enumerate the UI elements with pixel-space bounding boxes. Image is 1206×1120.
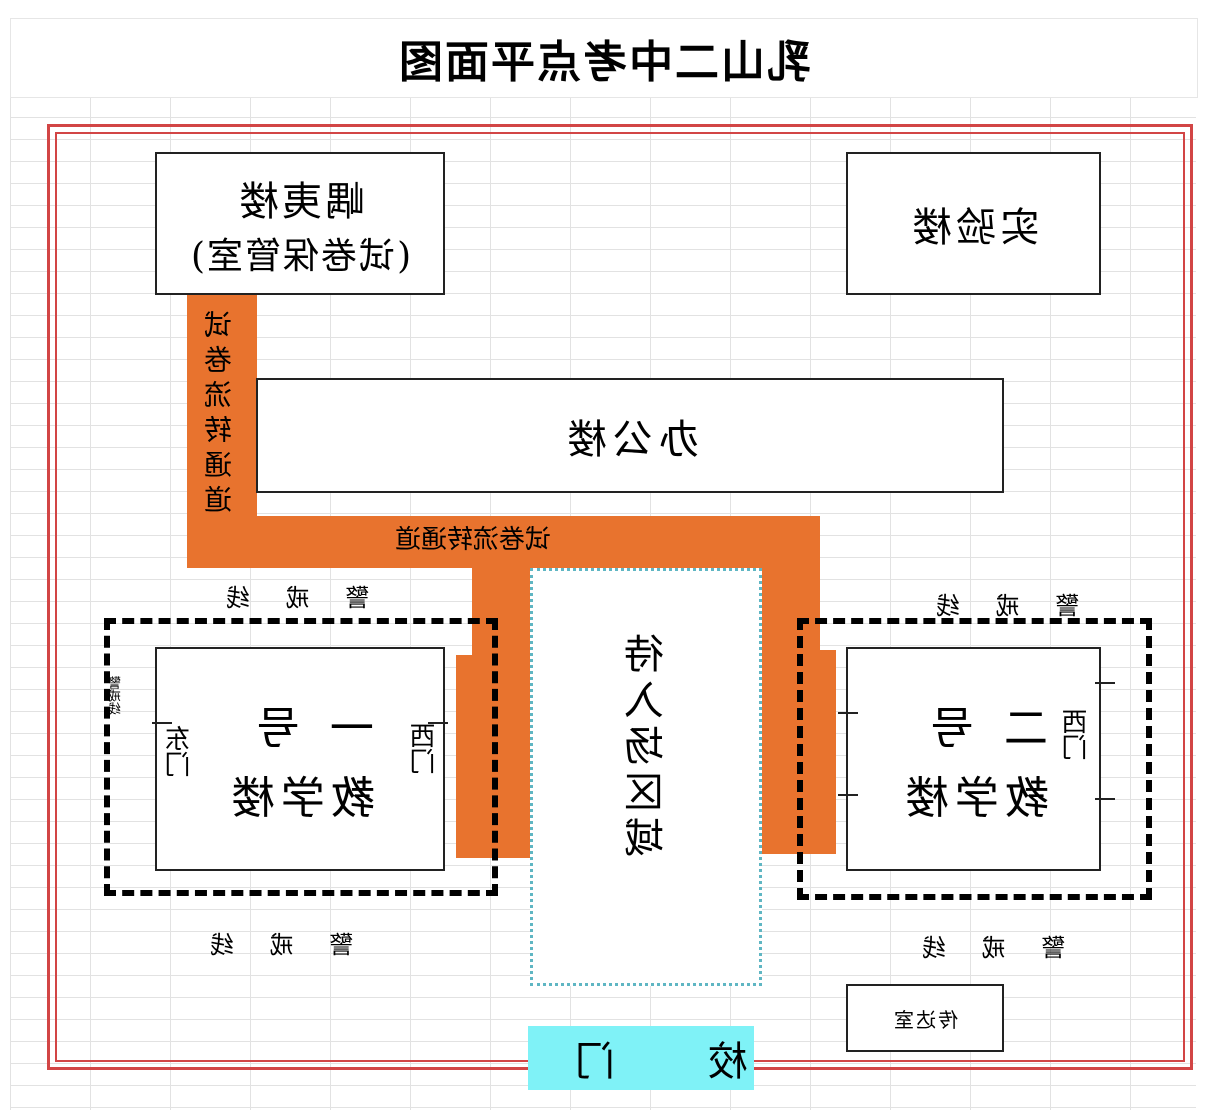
teaching-building-2-west-door: 西门 <box>1062 708 1092 760</box>
door-mark <box>1095 682 1115 684</box>
cordon-label-bottom-right: 警 戒 线 <box>908 934 1066 962</box>
teaching-building-1: 一号 教学楼 <box>155 647 445 871</box>
door-mark <box>1095 798 1115 800</box>
teaching-building-2-name: 教学楼 <box>898 773 1049 824</box>
route-horizontal-label: 试卷流转通道 <box>395 525 552 555</box>
cordon-label-top-left: 警 戒 线 <box>212 584 370 612</box>
teaching-building-1-name: 教学楼 <box>225 773 375 824</box>
cordon-label-left-side: 警戒线 <box>109 676 124 715</box>
yuyi-building-name: 嵎夷楼 <box>235 178 365 225</box>
paper-storage-room-label: (试卷保管室) <box>188 235 412 277</box>
teaching-building-1-west-door: 西门 <box>410 722 440 774</box>
cordon-label-bottom-left: 警 戒 线 <box>196 931 354 959</box>
waiting-area: 待入场区域 <box>530 568 762 986</box>
lab-building: 实验楼 <box>846 152 1101 295</box>
office-building-label: 办公楼 <box>561 416 699 463</box>
door-mark <box>428 722 448 724</box>
cordon-label-top-right: 警 戒 线 <box>922 592 1080 620</box>
guard-room: 传达室 <box>846 984 1004 1052</box>
guard-room-label: 传达室 <box>892 1007 958 1032</box>
teaching-building-1-number: 一号 <box>226 703 374 754</box>
yuyi-building: 嵎夷楼 (试卷保管室) <box>155 152 445 295</box>
title-bar: 乳山二中考点平面图 <box>10 18 1198 98</box>
teaching-building-1-east-door: 东门 <box>165 725 195 777</box>
waiting-area-label: 待入场区域 <box>625 633 671 863</box>
office-building: 办公楼 <box>256 378 1004 493</box>
teaching-building-2: 二号 教学楼 <box>846 647 1101 871</box>
school-gate-label: 校 门 <box>534 1039 748 1085</box>
cordon-left <box>104 618 498 896</box>
door-mark <box>838 794 858 796</box>
lab-building-label: 实验楼 <box>907 204 1040 251</box>
cordon-right <box>797 618 1152 900</box>
route-horizontal <box>187 516 820 568</box>
door-mark <box>838 712 858 714</box>
teaching-building-2-number: 二号 <box>899 703 1048 754</box>
route-vertical-label: 试卷流转通道 <box>203 310 236 520</box>
page-title: 乳山二中考点平面图 <box>397 37 811 88</box>
door-mark <box>152 722 172 724</box>
school-gate: 校 门 <box>528 1026 754 1090</box>
